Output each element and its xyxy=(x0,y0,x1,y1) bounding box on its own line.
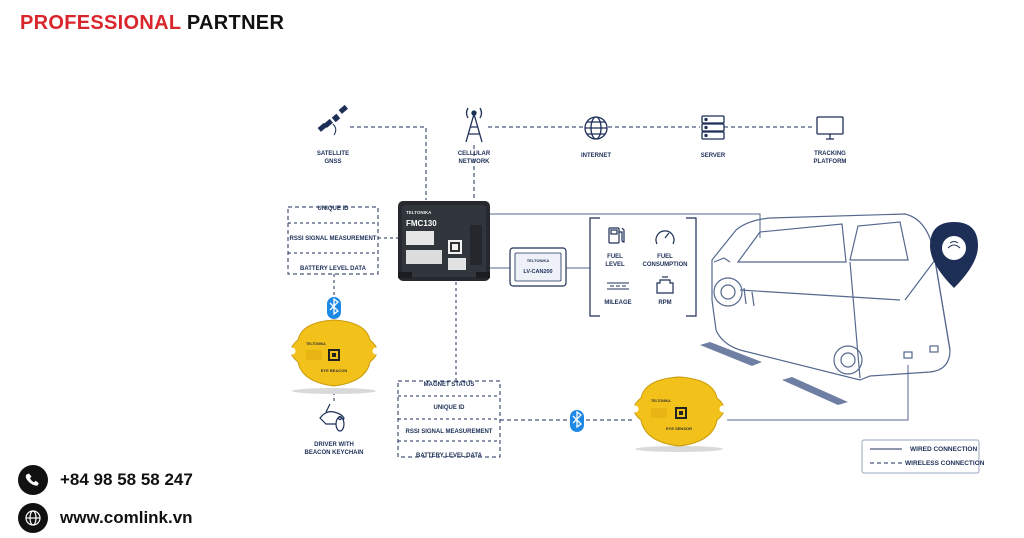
server-icon xyxy=(701,115,725,140)
internet-label: INTERNET xyxy=(581,153,611,159)
engine-icon xyxy=(656,276,674,294)
mileage-label: MILEAGE xyxy=(604,300,631,306)
eye-sensor: TELTONIKA EYE SENSOR xyxy=(631,376,727,452)
fuel-level-label-2: LEVEL xyxy=(605,262,625,268)
satellite-label-1: SATELLITE xyxy=(317,151,349,157)
left-box-item-1: UNIQUE ID xyxy=(317,206,349,212)
bluetooth-icon xyxy=(570,410,584,432)
driver-label-1: DRIVER WITH xyxy=(314,442,354,448)
website-contact[interactable]: www.comlink.vn xyxy=(18,503,193,533)
phone-contact[interactable]: +84 98 58 58 247 xyxy=(18,465,193,495)
legend-box xyxy=(861,439,980,474)
device-model: FMC130 xyxy=(406,219,437,228)
gauge-icon xyxy=(655,230,675,245)
beacon2-brand: TELTONIKA xyxy=(651,399,671,403)
road-icon xyxy=(607,282,629,290)
eye-beacon: TELTONIKA EYE BEACON xyxy=(288,319,380,394)
fuel-consumption-label-2: CONSUMPTION xyxy=(643,262,688,268)
brand-title-dark: PARTNER xyxy=(186,12,285,34)
can-adapter xyxy=(509,247,567,287)
hand-keychain-icon xyxy=(319,403,345,432)
brand-title-red: PROFESSIONAL xyxy=(20,12,182,34)
sensor-van-link xyxy=(727,365,909,421)
adapter-brand: TELTONIKA xyxy=(527,258,550,263)
driver-label-2: BEACON KEYCHAIN xyxy=(304,450,363,456)
left-box-item-3: BATTERY LEVEL DATA xyxy=(300,266,367,272)
tracker-device: TELTONIKA FMC130 xyxy=(398,201,490,281)
brand-title: PROFESSIONAL PARTNER xyxy=(20,12,284,35)
location-pin-icon xyxy=(930,222,978,288)
legend-wired-label: WIRED CONNECTION xyxy=(910,446,977,453)
gnss-link xyxy=(350,126,427,200)
phone-number[interactable]: +84 98 58 58 247 xyxy=(60,470,193,489)
beacon1-brand: TELTONIKA xyxy=(306,342,326,346)
adapter-name: LV-CAN200 xyxy=(523,269,552,275)
platform-label-1: TRACKING xyxy=(814,151,846,157)
bottom-box-item-3: RSSI SIGNAL MEASUREMENT xyxy=(406,429,493,435)
road-markings xyxy=(700,342,848,405)
cellular-label-2: NETWORK xyxy=(459,159,491,165)
bottom-box-item-1: MAGNET STATUS xyxy=(424,382,475,388)
device-van-link xyxy=(490,213,761,238)
cellular-tower-icon xyxy=(465,107,483,143)
monitor-icon xyxy=(816,116,844,140)
cellular-label-1: CELLULAR xyxy=(458,151,491,157)
left-info-box xyxy=(287,206,379,275)
phone-icon xyxy=(18,465,48,495)
satellite-label-2: GNSS xyxy=(324,159,341,165)
left-box-item-2: RSSI SIGNAL MEASUREMENT xyxy=(290,236,377,242)
bottom-box-item-4: BATTERY LEVEL DATA xyxy=(416,453,483,459)
beacon2-label: EYE SENSOR xyxy=(666,426,692,431)
fuel-pump-icon xyxy=(608,227,625,244)
rpm-label: RPM xyxy=(658,300,671,306)
server-label: SERVER xyxy=(701,153,726,159)
fuel-level-label-1: FUEL xyxy=(607,254,623,260)
satellite-icon xyxy=(317,104,348,136)
bottom-box-item-2: UNIQUE ID xyxy=(433,405,465,411)
website-link[interactable]: www.comlink.vn xyxy=(60,508,193,527)
platform-label-2: PLATFORM xyxy=(814,159,847,165)
van-illustration xyxy=(711,213,951,381)
globe-icon xyxy=(584,116,608,140)
beacon1-label: EYE BEACON xyxy=(321,368,348,373)
globe-icon xyxy=(18,503,48,533)
legend-wireless-label: WIRELESS CONNECTION xyxy=(905,460,985,467)
can-data-bracket xyxy=(589,217,697,317)
bluetooth-icon xyxy=(327,297,341,319)
fuel-consumption-label-1: FUEL xyxy=(657,254,673,260)
device-brand: TELTONIKA xyxy=(406,210,432,215)
